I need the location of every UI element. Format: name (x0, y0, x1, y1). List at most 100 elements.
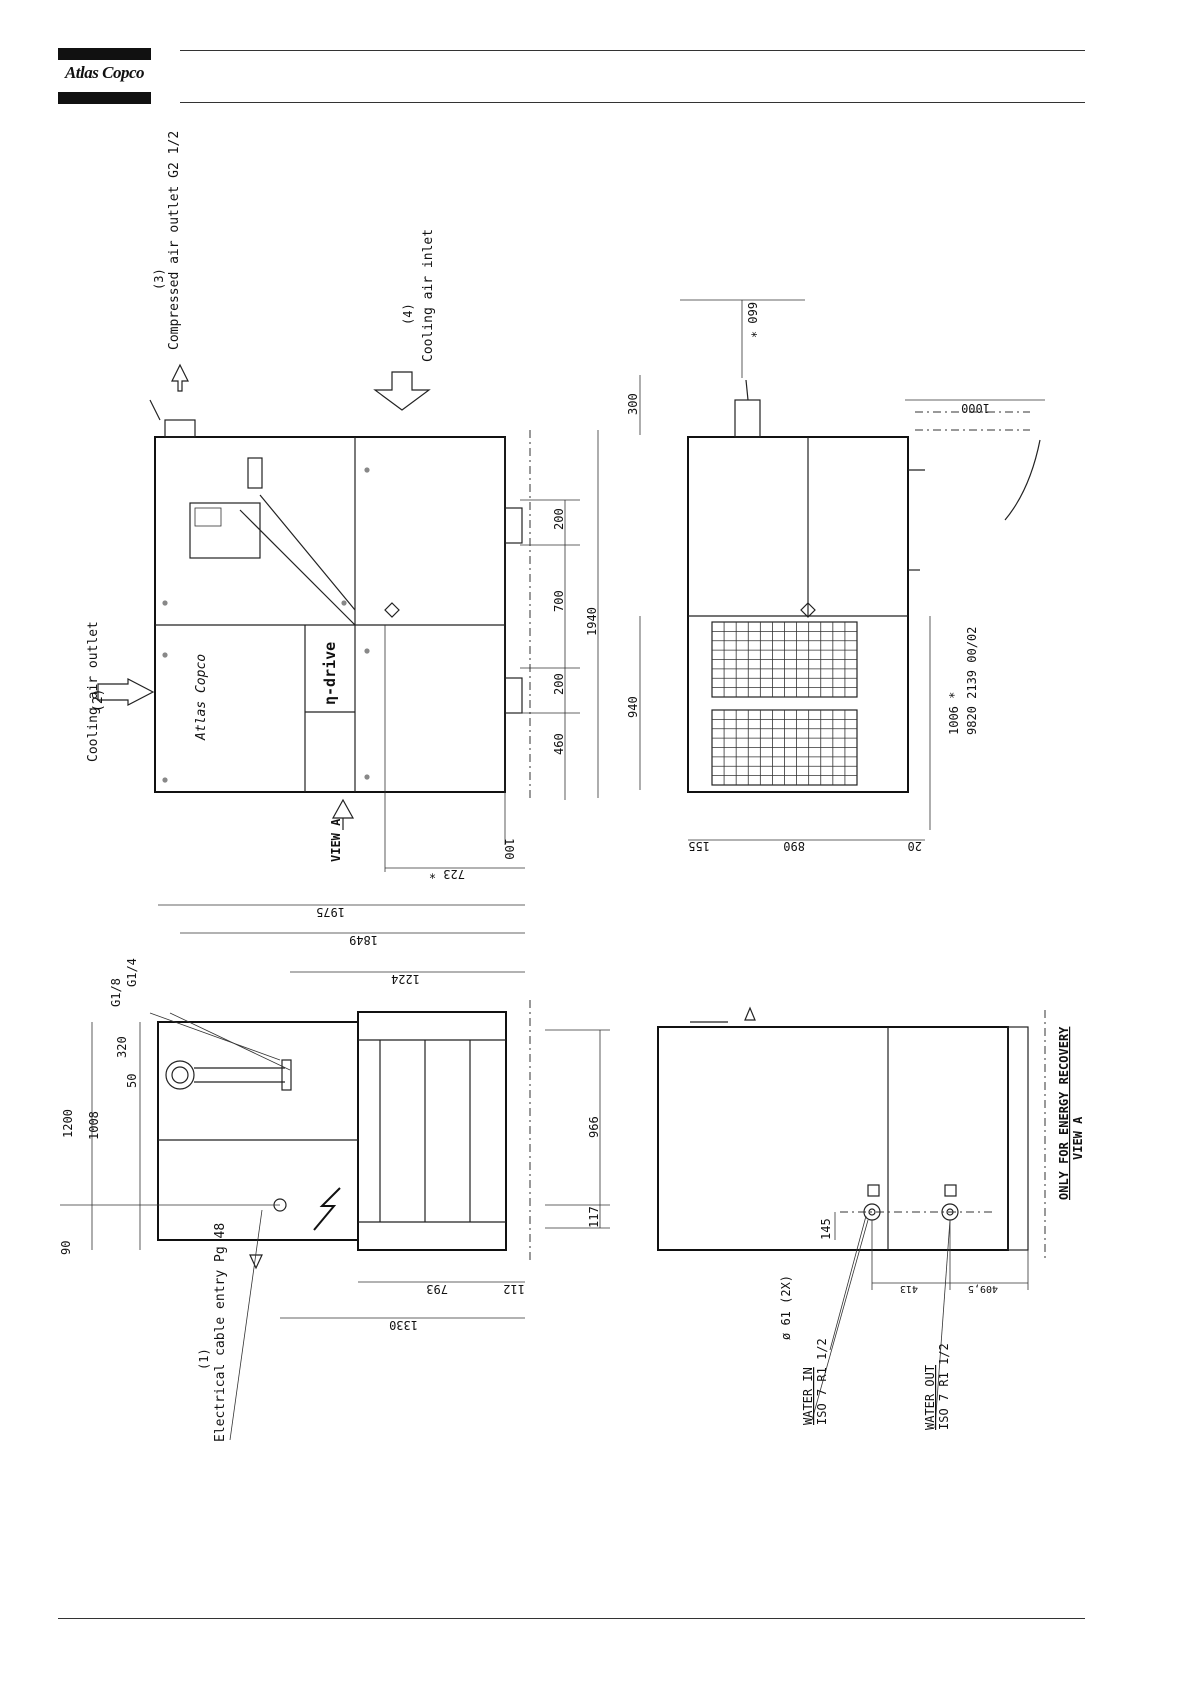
cooling-air-inlet-number: (4) (401, 303, 415, 325)
panel-screw (341, 600, 347, 606)
dim-200-left: 200 (552, 673, 566, 695)
panel-screw (162, 652, 168, 658)
view-a-side-strip (1007, 1026, 1029, 1251)
water-in-spec: ISO 7 R1 1/2 (815, 1338, 829, 1425)
panel-screw (364, 774, 370, 780)
view-a-bottom-label: VIEW A (1071, 1116, 1085, 1160)
door-swing-lines (915, 411, 1030, 431)
compressed-air-outlet-label: Compressed air outlet G2 1/2 (167, 131, 182, 350)
electrical-entry-number: (1) (197, 1348, 211, 1370)
water-in-label: WATER IN (801, 1367, 815, 1425)
control-panel-diagonal-1 (239, 509, 356, 626)
view-a-elevation (657, 1006, 1046, 1429)
dim-155: 155 (688, 839, 710, 853)
logo-bar-bottom (58, 92, 151, 104)
panel-screw (162, 777, 168, 783)
dim-100: 100 (502, 838, 516, 860)
energy-recovery-label: ONLY FOR ENERGY RECOVERY (1057, 1026, 1071, 1200)
dim-1000: 1000 (961, 401, 990, 415)
header-rule-top (180, 50, 1085, 51)
view-a-lifting-eye (744, 1006, 756, 1021)
cooling-air-outlet-number: (2) (91, 689, 106, 712)
dim-320: 320 (115, 1036, 129, 1058)
outlet-flange-inner (171, 1066, 189, 1084)
view-a-label: VIEW A (329, 818, 343, 862)
panel-screw (162, 600, 168, 606)
hole-spec-label: ø 61 (2X) (779, 1275, 793, 1340)
front-reference-diamond (800, 602, 816, 618)
plan-view (60, 904, 610, 1441)
water-in-marker (867, 1184, 880, 1197)
logo-wordmark: Atlas Copco (64, 63, 145, 82)
door-swing-arc (1004, 439, 1041, 521)
front-cabinet-outline (687, 436, 909, 793)
water-out-leader (934, 1219, 951, 1429)
panel-screw (364, 648, 370, 654)
g14-leader (169, 1012, 291, 1071)
water-out-spec: ISO 7 R1 1/2 (937, 1343, 951, 1430)
dim-1200: 1200 (61, 1109, 75, 1138)
cooling-air-inlet-arrow (373, 371, 431, 411)
water-out-marker (944, 1184, 957, 1197)
electrical-entry-label: Electrical cable entry Pg 48 (213, 1223, 228, 1442)
atlas-copco-logo: Atlas Copco (58, 48, 151, 104)
main-switch-handle (247, 457, 263, 489)
dim-200-right: 200 (552, 508, 566, 530)
control-panel-diagonal-2 (259, 494, 356, 611)
pipe-clamp (281, 1059, 292, 1091)
dim-723: 723 * (429, 867, 465, 881)
dim-145: 145 (819, 1218, 833, 1240)
foot-plate-left (504, 677, 523, 714)
dim-1224: 1224 (391, 972, 420, 986)
g18-leader (149, 1012, 281, 1061)
front-elevation-view (639, 299, 1045, 841)
drive-badge: η-drive (321, 642, 339, 705)
header-rule-bottom (180, 102, 1085, 103)
logo-bar-top (58, 48, 151, 60)
dim-50: 50 (125, 1074, 139, 1088)
dim-660: 660 * (745, 302, 759, 338)
display-screen (194, 507, 222, 527)
dim-1330: 1330 (389, 1318, 418, 1332)
dim-966: 966 (587, 1116, 601, 1138)
cooling-air-outlet-label: Cooling air outlet (86, 621, 101, 762)
dim-90: 90 (59, 1241, 73, 1255)
g14-label: G1/4 (125, 958, 139, 987)
dim-460: 460 (552, 733, 566, 755)
view-a-cabinet-outline (657, 1026, 1009, 1251)
panel-logo-text: Atlas Copco (194, 654, 209, 741)
g18-label: G1/8 (109, 978, 123, 1007)
water-in-connection-inner (868, 1208, 876, 1216)
dim-700: 700 (552, 590, 566, 612)
dim-300: 300 (626, 393, 640, 415)
foot-plate-right (504, 507, 523, 544)
valve-lever (149, 399, 161, 421)
cooling-air-outlet-arrow (97, 678, 155, 706)
dim-940: 940 (626, 696, 640, 718)
plan-canopy-outline (357, 1011, 507, 1251)
dim-1975: 1975 (316, 905, 345, 919)
cable-entry-marker (249, 1254, 263, 1270)
compressed-air-outlet-number: (3) (152, 268, 166, 290)
panel-screw (364, 467, 370, 473)
water-in-leader (811, 1219, 869, 1421)
dim-409-5: 409,5 (968, 1283, 998, 1294)
dim-413: 413 (900, 1283, 918, 1294)
drawing-number: 9820 2139 00/02 (965, 627, 979, 735)
cooling-air-inlet-label: Cooling air inlet (421, 229, 436, 362)
front-valve-lever (745, 379, 749, 401)
dim-890: 890 (783, 839, 805, 853)
view-a-arrow (331, 798, 355, 819)
dim-1849: 1849 (349, 933, 378, 947)
dim-793: 793 (426, 1282, 448, 1296)
control-display-panel (189, 502, 261, 559)
dim-20: 20 (908, 839, 922, 853)
reference-diamond (384, 602, 400, 618)
dim-112: 112 (503, 1282, 525, 1296)
side-elevation-view (97, 363, 599, 872)
cable-entry-leader (229, 1209, 263, 1441)
front-valve (734, 399, 761, 438)
compressed-air-outlet-arrow (171, 363, 189, 392)
outlet-flange-outer (165, 1060, 195, 1090)
